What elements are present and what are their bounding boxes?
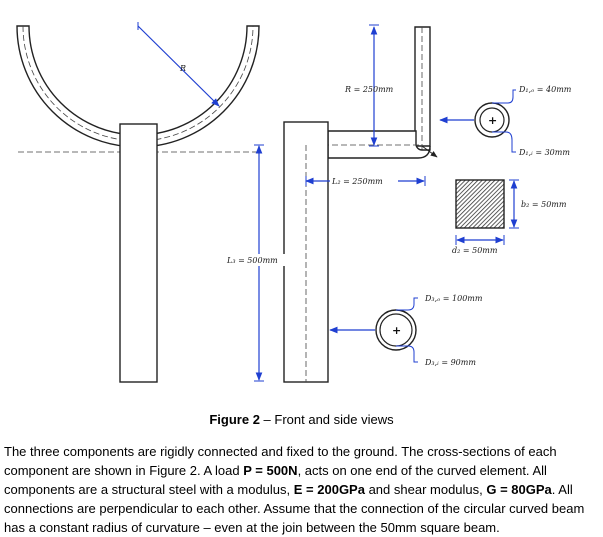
section-tube-3: + D₃,ₒ = 100mm D₃,ᵢ = 90mm [329, 294, 483, 367]
para-text-1: The three components are rigidly connect… [4, 444, 557, 478]
D3o-leader [396, 297, 418, 311]
radius-label-front: R [179, 64, 186, 73]
modulus-value: E = 200GPa [293, 482, 365, 497]
load-value: P = 500N [243, 463, 298, 478]
D3o-label: D₃,ₒ = 100mm [424, 294, 483, 303]
D1i-leader [492, 131, 516, 153]
front-column [119, 123, 158, 383]
d2-label: d₂ = 50mm [452, 246, 498, 255]
section-tube-1: + D₁,ₒ = 40mm D₁,ᵢ = 30mm [439, 85, 572, 157]
D3i-leader [396, 345, 418, 363]
figure-caption-text: – Front and side views [259, 412, 394, 427]
figure-caption-number: Figure 2 [209, 412, 260, 427]
figure-caption: Figure 2 – Front and side views [0, 412, 603, 427]
front-view: R [16, 22, 260, 383]
D3i-label: D₃,ᵢ = 90mm [424, 358, 476, 367]
tube1-leader [421, 145, 438, 158]
D1i-label: D₁,ᵢ = 30mm [518, 148, 570, 157]
side-curved-upright [414, 26, 431, 147]
para-text-3: and shear modulus, [364, 482, 487, 497]
problem-paragraph: The three components are rigidly connect… [4, 442, 600, 537]
D1o-leader [492, 89, 516, 104]
L3-label: L₃ = 500mm [226, 256, 278, 265]
para-text-4: . All connections are perpendicular to e… [4, 482, 585, 535]
R-side-label: R = 250mm [344, 85, 394, 94]
tube1-plus: + [488, 114, 497, 127]
b2-label: b₂ = 50mm [521, 200, 567, 209]
para-text-2: , acts on one end of the curved element.… [4, 463, 547, 497]
radius-line [137, 25, 220, 107]
tube3-plus: + [392, 324, 401, 337]
D1o-label: D₁,ₒ = 40mm [518, 85, 572, 94]
shear-modulus-value: G = 80GPa [486, 482, 552, 497]
front-curved-beam [16, 25, 260, 148]
figure-2-diagram: R R = 250mm L₂ = 250mm L₃ = 500mm [16, 22, 572, 383]
section-square: b₂ = 50mm d₂ = 50mm [452, 179, 567, 255]
side-square-beam [327, 130, 431, 159]
L2-label: L₂ = 250mm [331, 177, 383, 186]
side-view: R = 250mm L₂ = 250mm L₃ = 500mm [223, 24, 438, 383]
